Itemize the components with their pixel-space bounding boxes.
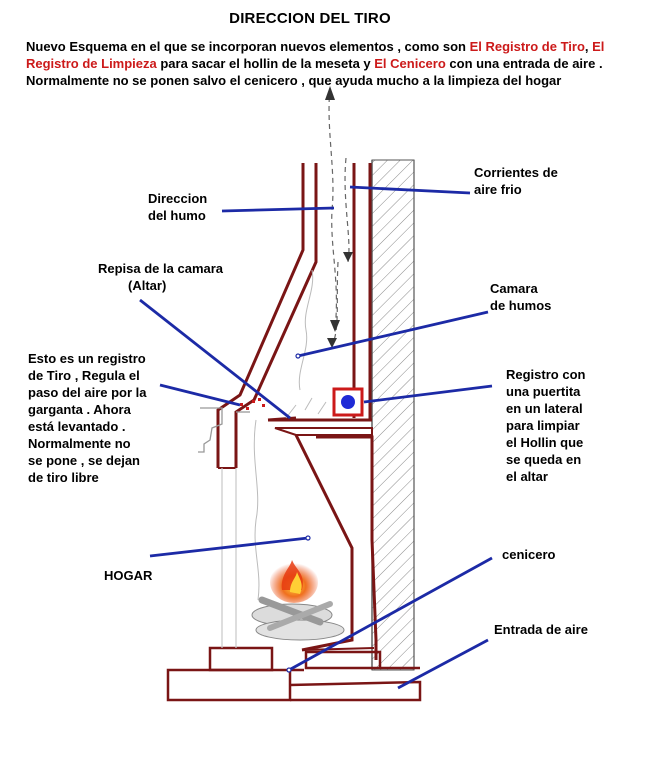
back-wall [371,159,415,671]
label-line: del humo [148,208,206,223]
label-line: se pone , se dejan [28,453,140,468]
label-line: Normalmente no [28,436,131,451]
hearth-back [294,434,378,660]
label-registro-limpieza: Registro con una puertita en un lateral … [506,366,585,485]
intro-paragraph: Nuevo Esquema en el que se incorporan nu… [26,38,652,89]
label-line: de Tiro , Regula el [28,368,140,383]
label-entrada-aire: Entrada de aire [494,622,588,637]
intro-highlight-registro-tiro: El Registro de Tiro [469,39,585,54]
label-line: Esto es un registro [28,351,146,366]
fire-logs [251,560,345,641]
intro-text-4: con una entrada de aire . Normalmente no… [26,56,603,88]
label-line: en un lateral [506,401,583,416]
label-line: el altar [506,469,548,484]
label-hogar: HOGAR [104,568,153,583]
pointer-lines [139,185,493,690]
intro-text-1: Nuevo Esquema en el que se incorporan nu… [26,39,470,54]
front-wall-lines [221,468,237,648]
mantel-cornice [198,407,250,453]
label-line: garganta . Ahora [28,402,131,417]
label-line: se queda en [506,452,582,467]
cleaning-register [332,387,364,417]
label-direccion-humo: Direccion del humo [148,190,207,224]
label-cenicero: cenicero [502,547,556,562]
smoke-wisps [253,269,327,601]
label-line: de humos [490,298,552,313]
label-line: aire frio [474,182,522,197]
draft-register [240,398,265,410]
label-line: el Hollin que [506,435,584,450]
hearth-base [166,646,422,702]
label-line: Direccion [148,191,208,206]
intro-highlight-cenicero: El Cenicero [374,56,446,71]
label-registro-tiro: Esto es un registro de Tiro , Regula el … [28,350,147,486]
label-corrientes-aire: Corrientes de aire frio [474,164,558,198]
label-line: Corrientes de [474,165,558,180]
label-line: Repisa de la camara [98,261,224,276]
label-line: Camara [490,281,538,296]
label-repisa: Repisa de la camara (Altar) [98,260,223,294]
label-line: Registro con [506,367,586,382]
label-line: una puertita [506,384,581,399]
smoke-shelf [267,416,373,436]
label-line: paso del aire por la [28,385,147,400]
air-arrowheads [325,86,353,348]
label-camara-humos: Camara de humos [490,280,551,314]
cold-air-flow [328,87,350,346]
intro-highlight-registro-limpieza: El Registro de Limpieza [26,39,605,71]
intro-text-3: para sacar el hollin de la meseta y [156,56,375,71]
label-line: de tiro libre [28,470,99,485]
label-line: (Altar) [128,278,167,293]
label-line: está levantado . [28,419,126,434]
page-title: DIRECCION DEL TIRO [229,10,391,27]
pointer-dots [286,353,311,673]
label-line: para limpiar [506,418,580,433]
intro-text-2: , [584,39,593,54]
